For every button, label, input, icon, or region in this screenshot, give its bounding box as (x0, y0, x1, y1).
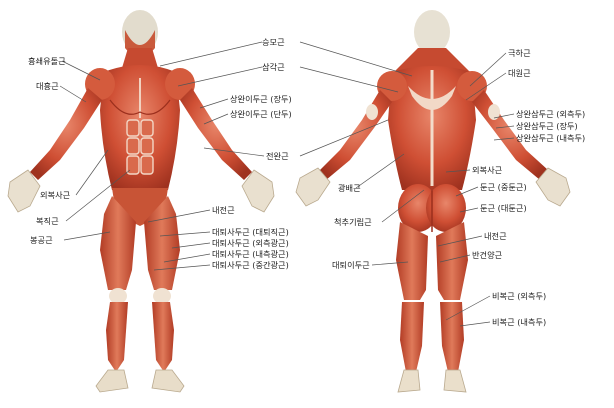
label-biceps-femoris: 대퇴이두근 (332, 260, 370, 270)
label-bonggonggeun: 봉공근 (30, 235, 53, 245)
label-front-oebokssageun: 외복사근 (40, 190, 71, 200)
label-triceps-lateral: 상완삼두근 (외측두) (516, 109, 586, 119)
label-geukhageun: 극하근 (508, 48, 531, 58)
back-right-thigh (436, 222, 468, 300)
label-quad-lateral: 대퇴사두근 (외측광근) (212, 238, 289, 248)
front-left-knee (109, 288, 127, 304)
front-right-thigh (144, 196, 180, 290)
label-quad-intermedius: 대퇴사두근 (중간광근) (212, 260, 289, 270)
front-left-arm (30, 88, 102, 180)
front-pec-line (109, 99, 171, 115)
label-hyungsoegeun: 흉쇄유돌근 (28, 56, 66, 66)
front-left-hand (7, 169, 41, 213)
front-neck (122, 48, 158, 68)
back-figure (295, 10, 571, 393)
label-banmagyang: 반건양근 (472, 250, 503, 260)
back-right-calf (440, 302, 464, 372)
back-left-glute (398, 184, 438, 232)
label-gluteus-maximus: 둔근 (대둔근) (480, 203, 527, 213)
label-back-oebokssageun: 외복사근 (472, 165, 503, 175)
front-right-shin (152, 302, 174, 372)
label-seungmogeun: 승모근 (262, 37, 285, 47)
label-quad-medial: 대퇴사두근 (내측광근) (212, 249, 289, 259)
label-biceps-long: 상완이두근 (장두) (230, 94, 292, 104)
back-left-foot (397, 369, 421, 393)
back-trapezius-upper (394, 48, 470, 72)
label-gastroc-lateral: 비복근 (외측두) (492, 291, 547, 301)
leader-lines (59, 41, 515, 327)
label-back-naejeongeun: 내전근 (484, 231, 507, 241)
front-right-foot (151, 369, 185, 393)
front-figure (7, 10, 275, 393)
back-left-calf (400, 302, 424, 372)
label-jeonwangeun: 전완근 (266, 151, 289, 161)
label-gastroc-medial: 비복근 (내측두) (492, 317, 547, 327)
front-left-shin (106, 302, 128, 372)
label-daewongeun: 대원근 (508, 68, 531, 78)
back-left-arm (318, 90, 392, 180)
front-left-thigh (100, 196, 136, 290)
back-left-elbow (366, 104, 378, 120)
back-left-hand (295, 167, 331, 207)
label-samgakgeun: 삼각근 (262, 62, 285, 72)
front-left-foot (95, 369, 129, 393)
back-head (414, 10, 450, 54)
label-daehyunggeun: 대흉근 (36, 81, 59, 91)
front-right-hand (241, 169, 275, 213)
back-right-foot (443, 369, 467, 393)
back-right-deltoid (457, 71, 487, 101)
label-triceps-medial: 상완삼두근 (내측두) (516, 133, 586, 143)
back-right-elbow (488, 104, 500, 120)
label-quad-rectus: 대퇴사두근 (대퇴직근) (212, 227, 289, 237)
label-gluteus-medius: 둔근 (중둔근) (480, 182, 527, 192)
back-right-hand (535, 167, 571, 207)
front-right-deltoid (165, 68, 195, 100)
label-bokjikgeun: 복직근 (36, 216, 59, 226)
front-right-knee (153, 288, 171, 304)
label-back-gwangbaegeun: 광배근 (338, 183, 361, 193)
back-trap-tendon (408, 86, 456, 110)
front-abs (126, 119, 154, 175)
front-right-arm (180, 88, 252, 180)
back-left-thigh (396, 222, 428, 300)
front-torso (100, 65, 180, 190)
back-left-deltoid (377, 71, 407, 101)
label-triceps-long: 상완삼두근 (장두) (516, 121, 578, 131)
label-biceps-short: 상완이두근 (단두) (230, 109, 292, 119)
label-front-naejeongeun: 내전근 (212, 205, 235, 215)
label-cheokchugirip: 척추기립근 (334, 217, 372, 227)
